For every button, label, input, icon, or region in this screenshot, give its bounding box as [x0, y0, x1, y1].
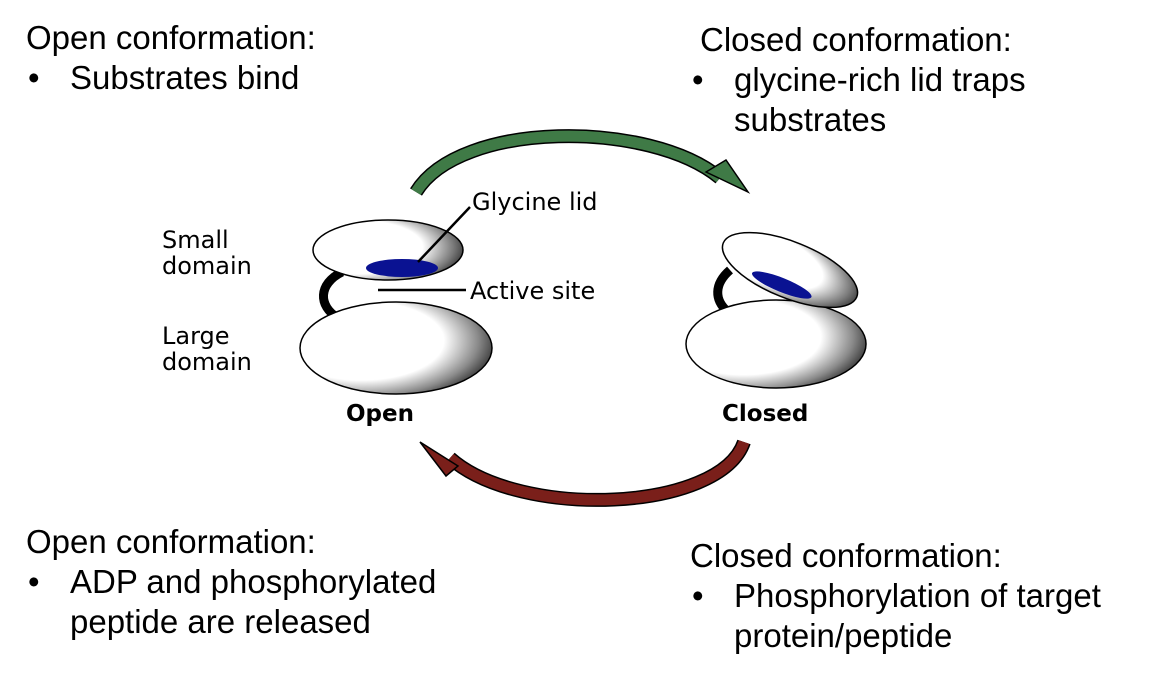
- bottom-right-bullet-line-2: protein/peptide: [734, 617, 953, 654]
- bottom-right-note: Closed conformation: • Phosphorylation o…: [690, 536, 1101, 656]
- open-state-label: Open: [346, 401, 414, 427]
- closed-active-site: [751, 271, 812, 299]
- open-large-domain: [299, 301, 493, 395]
- bullet-marker: •: [28, 563, 40, 600]
- bottom-left-heading: Open conformation:: [26, 523, 316, 560]
- closed-large-domain: [685, 299, 867, 389]
- large-domain-label: Large: [162, 322, 230, 350]
- bottom-right-bullet-line-1: Phosphorylation of target: [734, 577, 1101, 614]
- small-domain-label: Small: [162, 226, 229, 254]
- glycine-lid-pointer: [417, 206, 471, 263]
- small-domain-label-line2: domain: [162, 252, 252, 280]
- bottom-right-heading: Closed conformation:: [690, 537, 1002, 574]
- top-left-bullet-text: Substrates bind: [70, 59, 300, 96]
- open-active-site: [366, 259, 438, 277]
- forward-arrow: [410, 129, 751, 196]
- top-right-bullet: • glycine-rich lid traps substrates: [690, 60, 1026, 140]
- closed-state-label: Closed: [722, 401, 808, 427]
- top-left-heading: Open conformation:: [26, 19, 316, 56]
- bottom-right-bullet: • Phosphorylation of target protein/pept…: [690, 576, 1101, 656]
- bottom-left-bullet-line-1: ADP and phosphorylated: [70, 563, 437, 600]
- bullet-marker: •: [692, 61, 704, 98]
- bullet-marker: •: [692, 577, 704, 614]
- active-site-label: Active site: [470, 277, 595, 305]
- closed-small-domain: [721, 231, 859, 309]
- bottom-left-note: Open conformation: • ADP and phosphoryla…: [26, 522, 436, 642]
- bullet-marker: •: [28, 59, 40, 96]
- bottom-left-bullet-line-2: peptide are released: [70, 603, 371, 640]
- reverse-arrow: [419, 439, 751, 507]
- top-right-heading: Closed conformation:: [700, 21, 1012, 58]
- top-right-bullet-line-2: substrates: [734, 101, 887, 138]
- large-domain-label-line2: domain: [162, 348, 252, 376]
- top-right-note: Closed conformation: • glycine-rich lid …: [690, 20, 1026, 140]
- top-right-bullet-line-1: glycine-rich lid traps: [734, 61, 1026, 98]
- closed-hinge: [713, 266, 734, 316]
- glycine-lid-label: Glycine lid: [472, 188, 598, 216]
- top-left-note: Open conformation: • Substrates bind: [26, 18, 316, 98]
- top-left-bullet: • Substrates bind: [26, 58, 316, 98]
- open-enzyme: [299, 206, 493, 395]
- bottom-left-bullet: • ADP and phosphorylated peptide are rel…: [26, 562, 436, 642]
- closed-enzyme: [685, 231, 867, 389]
